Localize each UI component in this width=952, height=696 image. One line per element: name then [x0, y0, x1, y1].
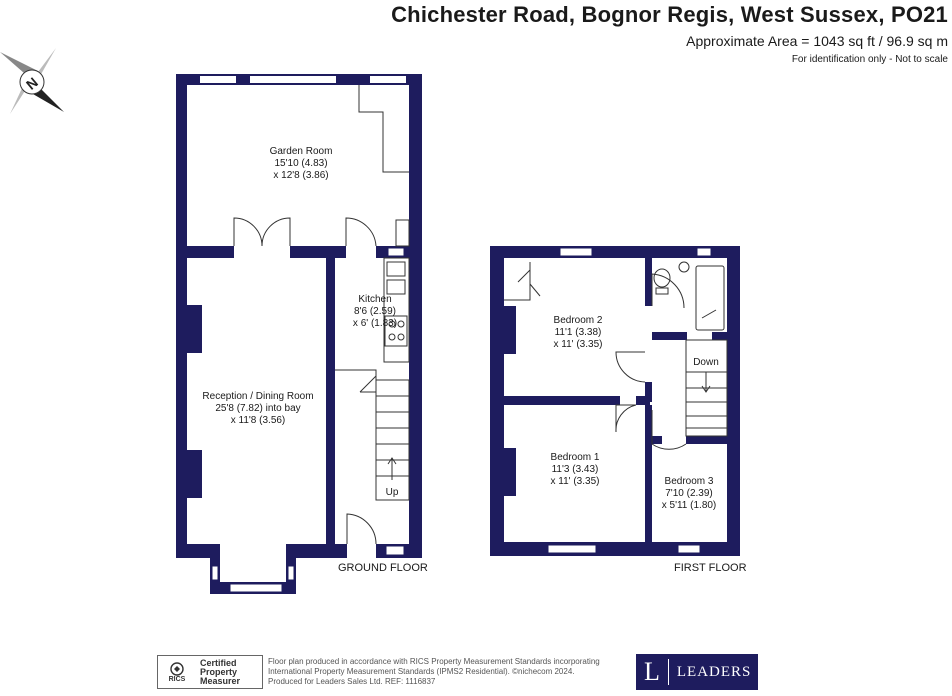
rics-certified-badge: RICS Certified Property Measurer [157, 655, 263, 689]
first-stairs [685, 339, 728, 437]
brand-letter: L [644, 657, 660, 686]
ground-stairs [335, 369, 410, 501]
leaders-logo: L LEADERS [636, 654, 758, 690]
reception-name: Reception / Dining Room [202, 391, 313, 402]
garden-room-name: Garden Room [270, 146, 333, 157]
legal-line1: Floor plan produced in accordance with R… [268, 657, 600, 666]
first-floor-label: FIRST FLOOR [674, 562, 747, 574]
rics-line2: Property [200, 666, 238, 677]
bedroom1-dim2: x 11' (3.35) [551, 476, 600, 487]
stairs-down-label: Down [693, 357, 719, 368]
reception-dim1: 25'8 (7.82) into bay [215, 403, 300, 414]
bedroom3-dim1: 7'10 (2.39) [665, 488, 713, 499]
brand-divider [667, 659, 669, 685]
ground-floor-label: GROUND FLOOR [338, 562, 428, 574]
ground-floor-windows [211, 247, 405, 593]
garden-room-dim2: x 12'8 (3.86) [273, 170, 328, 181]
compass-icon: N [0, 48, 64, 114]
bedroom3-name: Bedroom 3 [665, 476, 714, 487]
garden-room-dim1: 15'10 (4.83) [274, 158, 327, 169]
front-door [346, 513, 377, 545]
bedroom-doors [615, 351, 687, 450]
french-doors [233, 217, 291, 247]
rics-logo-text: RICS [168, 675, 186, 683]
legal-line3: Produced for Leaders Sales Ltd. REF: 111… [268, 677, 436, 686]
garden-room-cupboard [395, 219, 410, 247]
stairs-up-label: Up [386, 487, 399, 498]
kitchen-dim1: 8'6 (2.59) [354, 306, 396, 317]
rics-line1: Certified [200, 657, 237, 668]
page-title: Chichester Road, Bognor Regis, West Suss… [391, 2, 948, 27]
bedroom1-name: Bedroom 1 [551, 452, 600, 463]
kitchen-dim2: x 6' (1.83) [353, 318, 397, 329]
bedroom3-dim2: x 5'11 (1.80) [662, 500, 717, 511]
legal-line2: International Property Measurement Stand… [268, 667, 575, 676]
bedroom1-dim1: 11'3 (3.43) [552, 464, 599, 475]
reception-dim2: x 11'8 (3.56) [231, 415, 286, 426]
bedroom2-name: Bedroom 2 [554, 315, 603, 326]
bedroom2-dim1: 11'1 (3.38) [555, 327, 602, 338]
garden-room-recess [358, 85, 409, 173]
kitchen-name: Kitchen [358, 294, 391, 305]
rics-logo-icon: RICS [162, 657, 192, 687]
rics-line3: Measurer [200, 675, 241, 686]
bedroom2-dim2: x 11' (3.35) [554, 339, 603, 350]
legal-notice: Floor plan produced in accordance with R… [268, 657, 638, 687]
kitchen-door [345, 217, 377, 247]
scale-disclaimer: For identification only - Not to scale [791, 54, 948, 65]
wardrobe [504, 262, 541, 301]
kitchen-units [383, 257, 410, 363]
first-floor-windows [547, 247, 712, 554]
brand-word: LEADERS [676, 663, 752, 680]
bathroom-fittings [651, 261, 725, 331]
approximate-area: Approximate Area = 1043 sq ft / 96.9 sq … [686, 33, 948, 49]
